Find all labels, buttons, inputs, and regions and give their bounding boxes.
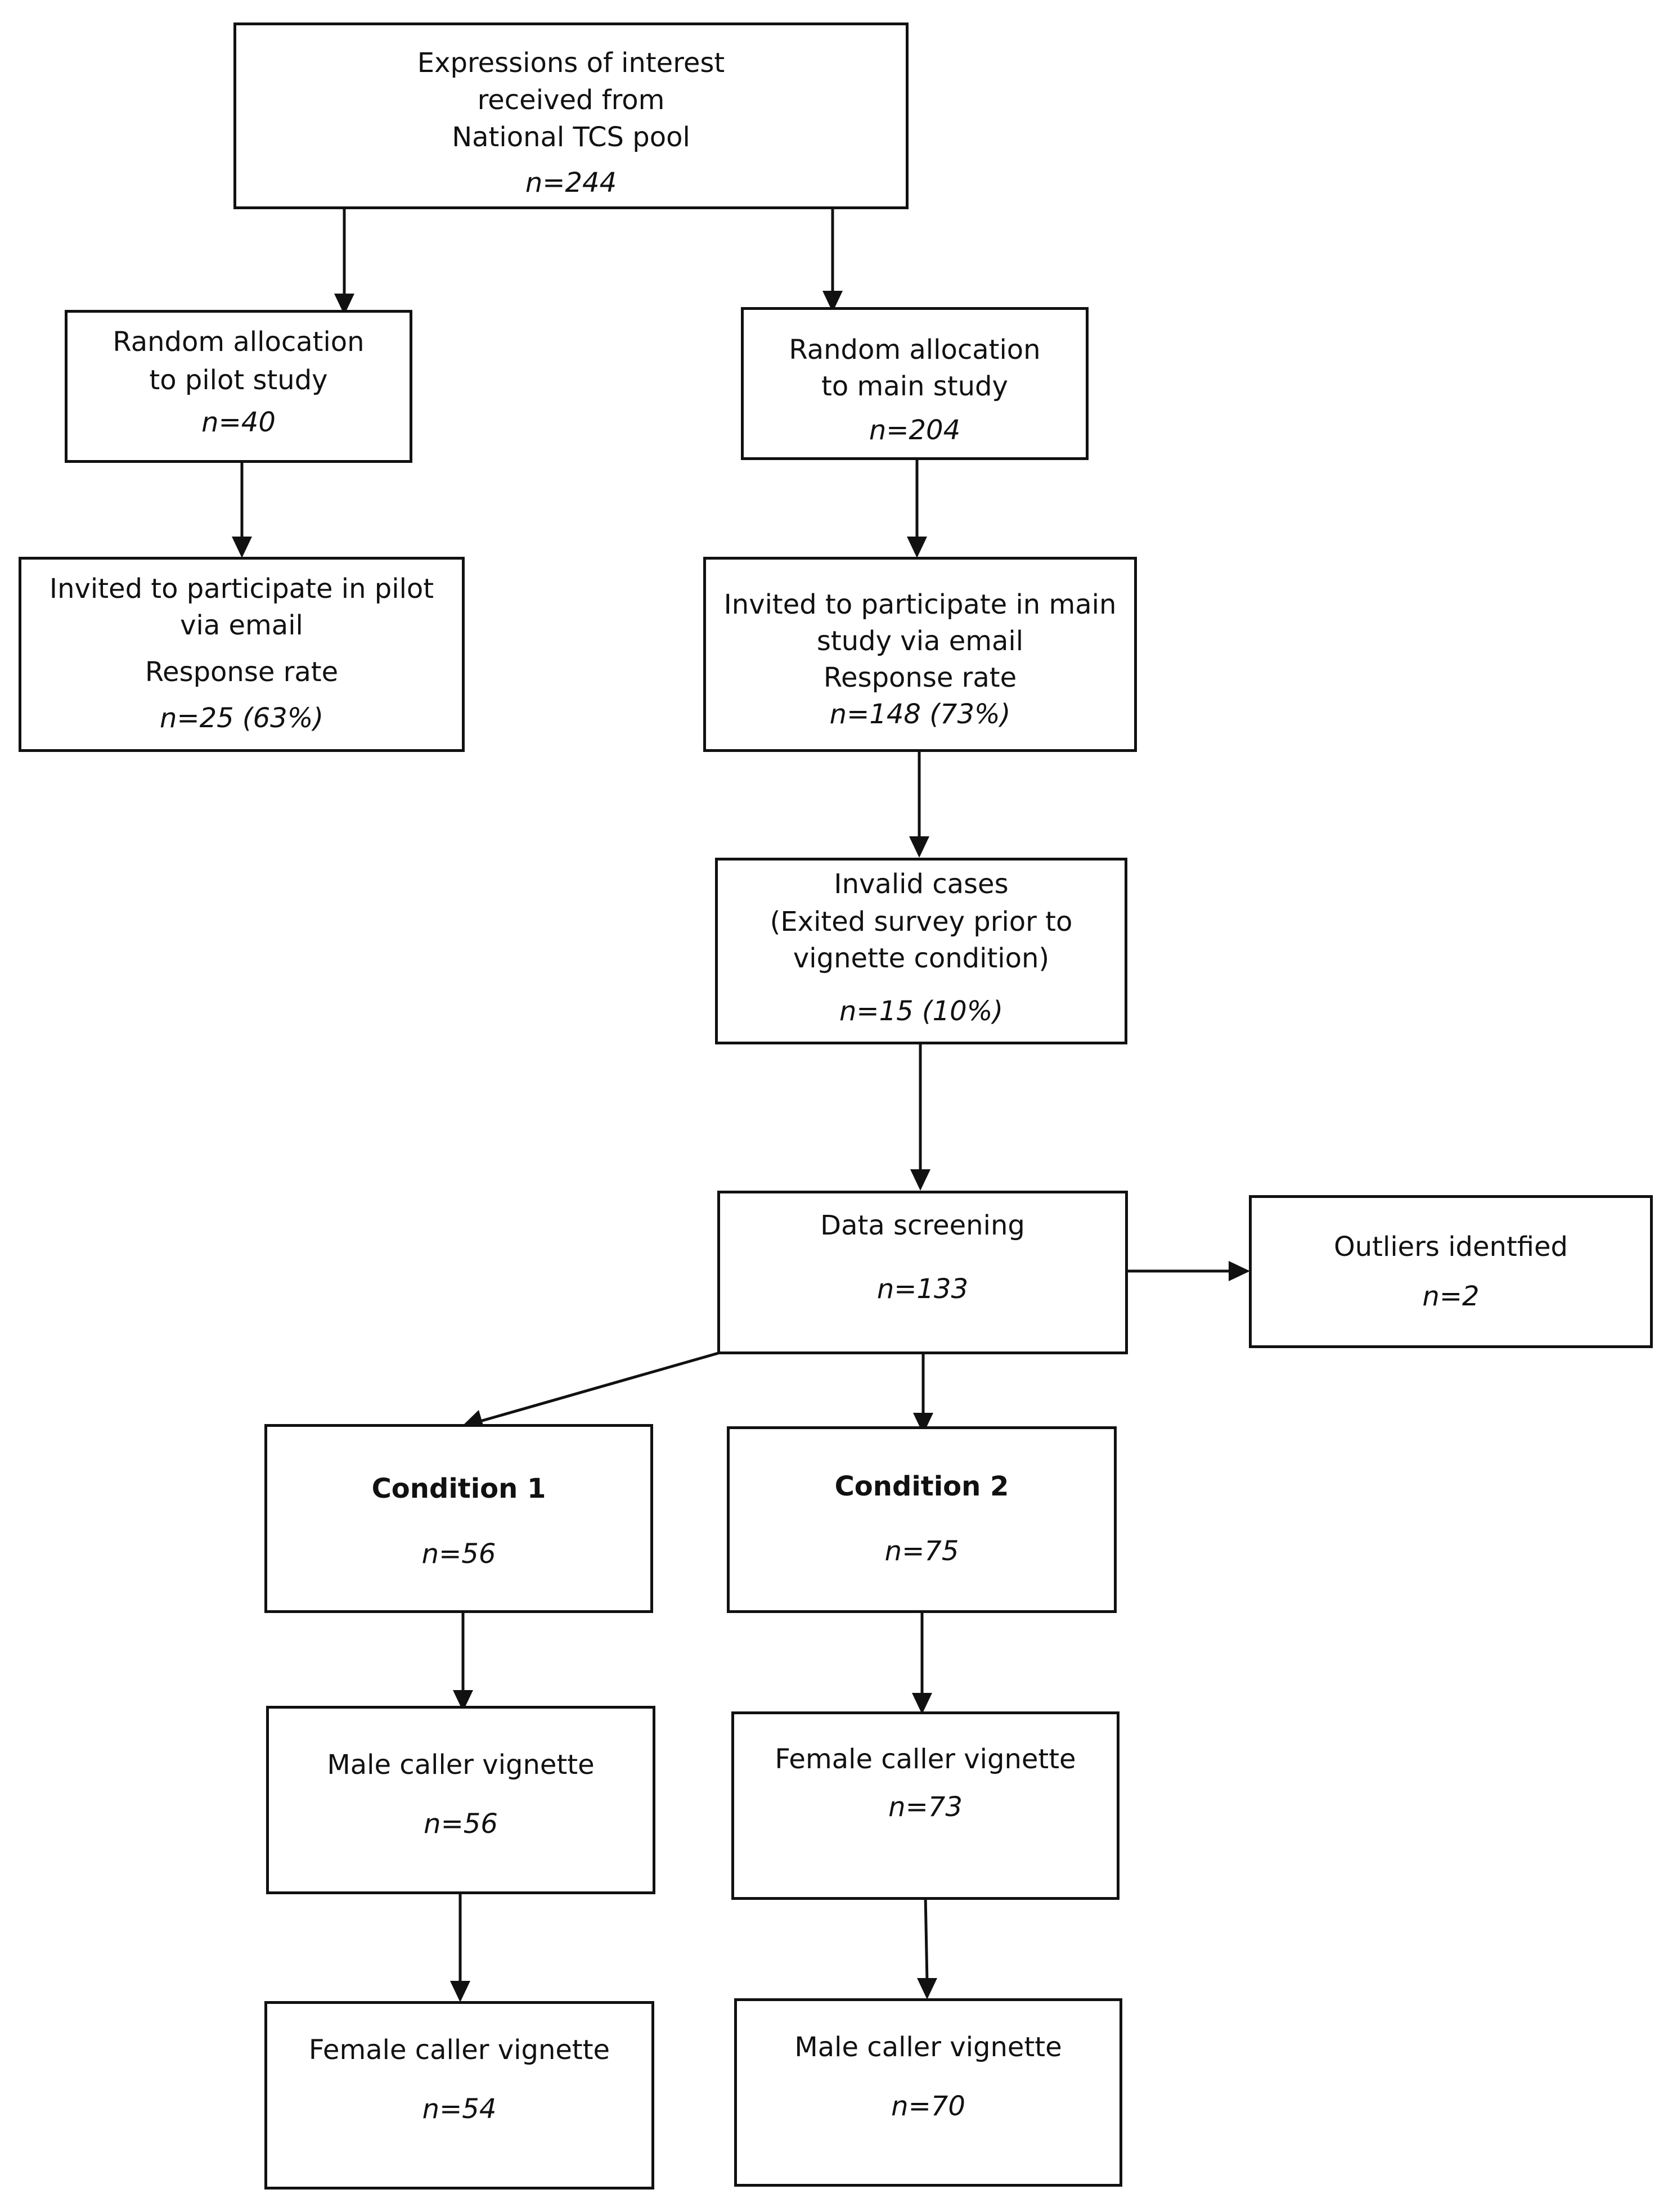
box-label-line: Condition 1 [371,1473,546,1504]
count-label: n=75 [884,1535,959,1567]
box-label-line: Random allocation [789,334,1041,366]
box-label-line: Outliers identfied [1333,1231,1568,1263]
condition-2-male-vignette-box: Male caller vignette n=70 [734,1998,1122,2187]
count-label: n=25 (63%) [159,702,324,734]
condition-1-female-vignette-box: Female caller vignette n=54 [264,2001,654,2190]
count-label: n=73 [888,1791,963,1823]
count-label: n=56 [424,1808,498,1840]
count-label: n=70 [891,2091,965,2122]
box-label-line: to pilot study [149,364,328,396]
box-label-line: Invalid cases [834,868,1009,900]
box-label-line: Expressions of interest [417,47,725,79]
box-label-line: study via email [816,625,1024,657]
arrow-c2female-to-male [924,1895,929,1983]
box-label-line: Data screening [820,1210,1025,1241]
main-invitation-box: Invited to participate in main study via… [703,557,1137,752]
count-label: n=148 (73%) [829,699,1011,730]
count-label: n=244 [525,167,617,199]
arrowhead [450,1981,470,2002]
box-label-line: to main study [821,371,1008,402]
box-label-line: Random allocation [113,326,365,358]
arrow-screening-to-cond1 [478,1351,721,1423]
arrowhead [917,1978,937,1999]
condition-1-male-vignette-box: Male caller vignette n=56 [266,1706,655,1894]
box-label-line: Male caller vignette [794,2031,1062,2063]
count-label: n=133 [876,1273,969,1305]
arrowhead [1229,1261,1250,1281]
box-label-line: (Exited survey prior to [770,906,1073,938]
data-screening-box: Data screening n=133 [717,1191,1128,1354]
expressions-box: Expressions of interest received from Na… [233,22,909,209]
arrowhead [909,836,929,858]
box-label-line: received from [477,84,665,116]
box-label-line: Response rate [823,662,1017,693]
invalid-cases-box: Invalid cases (Exited survey prior to vi… [715,858,1127,1044]
arrowhead [822,291,843,312]
box-label-line: Invited to participate in pilot [49,573,434,605]
count-label: n=204 [869,415,961,446]
box-label-line: Response rate [145,656,339,688]
box-label-line: via email [180,610,303,641]
count-label: n=15 (10%) [839,995,1004,1027]
box-label-line: Female caller vignette [775,1744,1076,1775]
count-label: n=54 [422,2093,497,2125]
condition-2-box: Condition 2 n=75 [727,1426,1117,1613]
arrowhead [232,537,252,558]
arrowhead [907,537,927,558]
arrowhead [910,1169,930,1191]
arrowhead [913,1413,933,1434]
count-label: n=2 [1422,1281,1480,1312]
condition-1-box: Condition 1 n=56 [264,1424,653,1613]
arrowhead [334,294,354,315]
arrowhead [912,1693,932,1714]
box-label-line: Invited to participate in main [723,589,1117,620]
box-label-line: Condition 2 [834,1471,1009,1502]
outliers-box: Outliers identfied n=2 [1249,1195,1653,1348]
pilot-invitation-box: Invited to participate in pilot via emai… [19,557,465,752]
arrowhead [453,1690,473,1711]
box-label-line: Male caller vignette [327,1749,595,1781]
main-allocation-box: Random allocation to main study n=204 [741,307,1089,460]
box-label-line: National TCS pool [452,121,690,153]
count-label: n=40 [201,407,276,438]
box-label-line: vignette condition) [793,943,1050,974]
pilot-allocation-box: Random allocation to pilot study n=40 [65,310,412,463]
condition-2-female-vignette-box: Female caller vignette n=73 [731,1711,1120,1900]
box-label-line: Female caller vignette [308,2034,610,2066]
count-label: n=56 [421,1538,496,1570]
